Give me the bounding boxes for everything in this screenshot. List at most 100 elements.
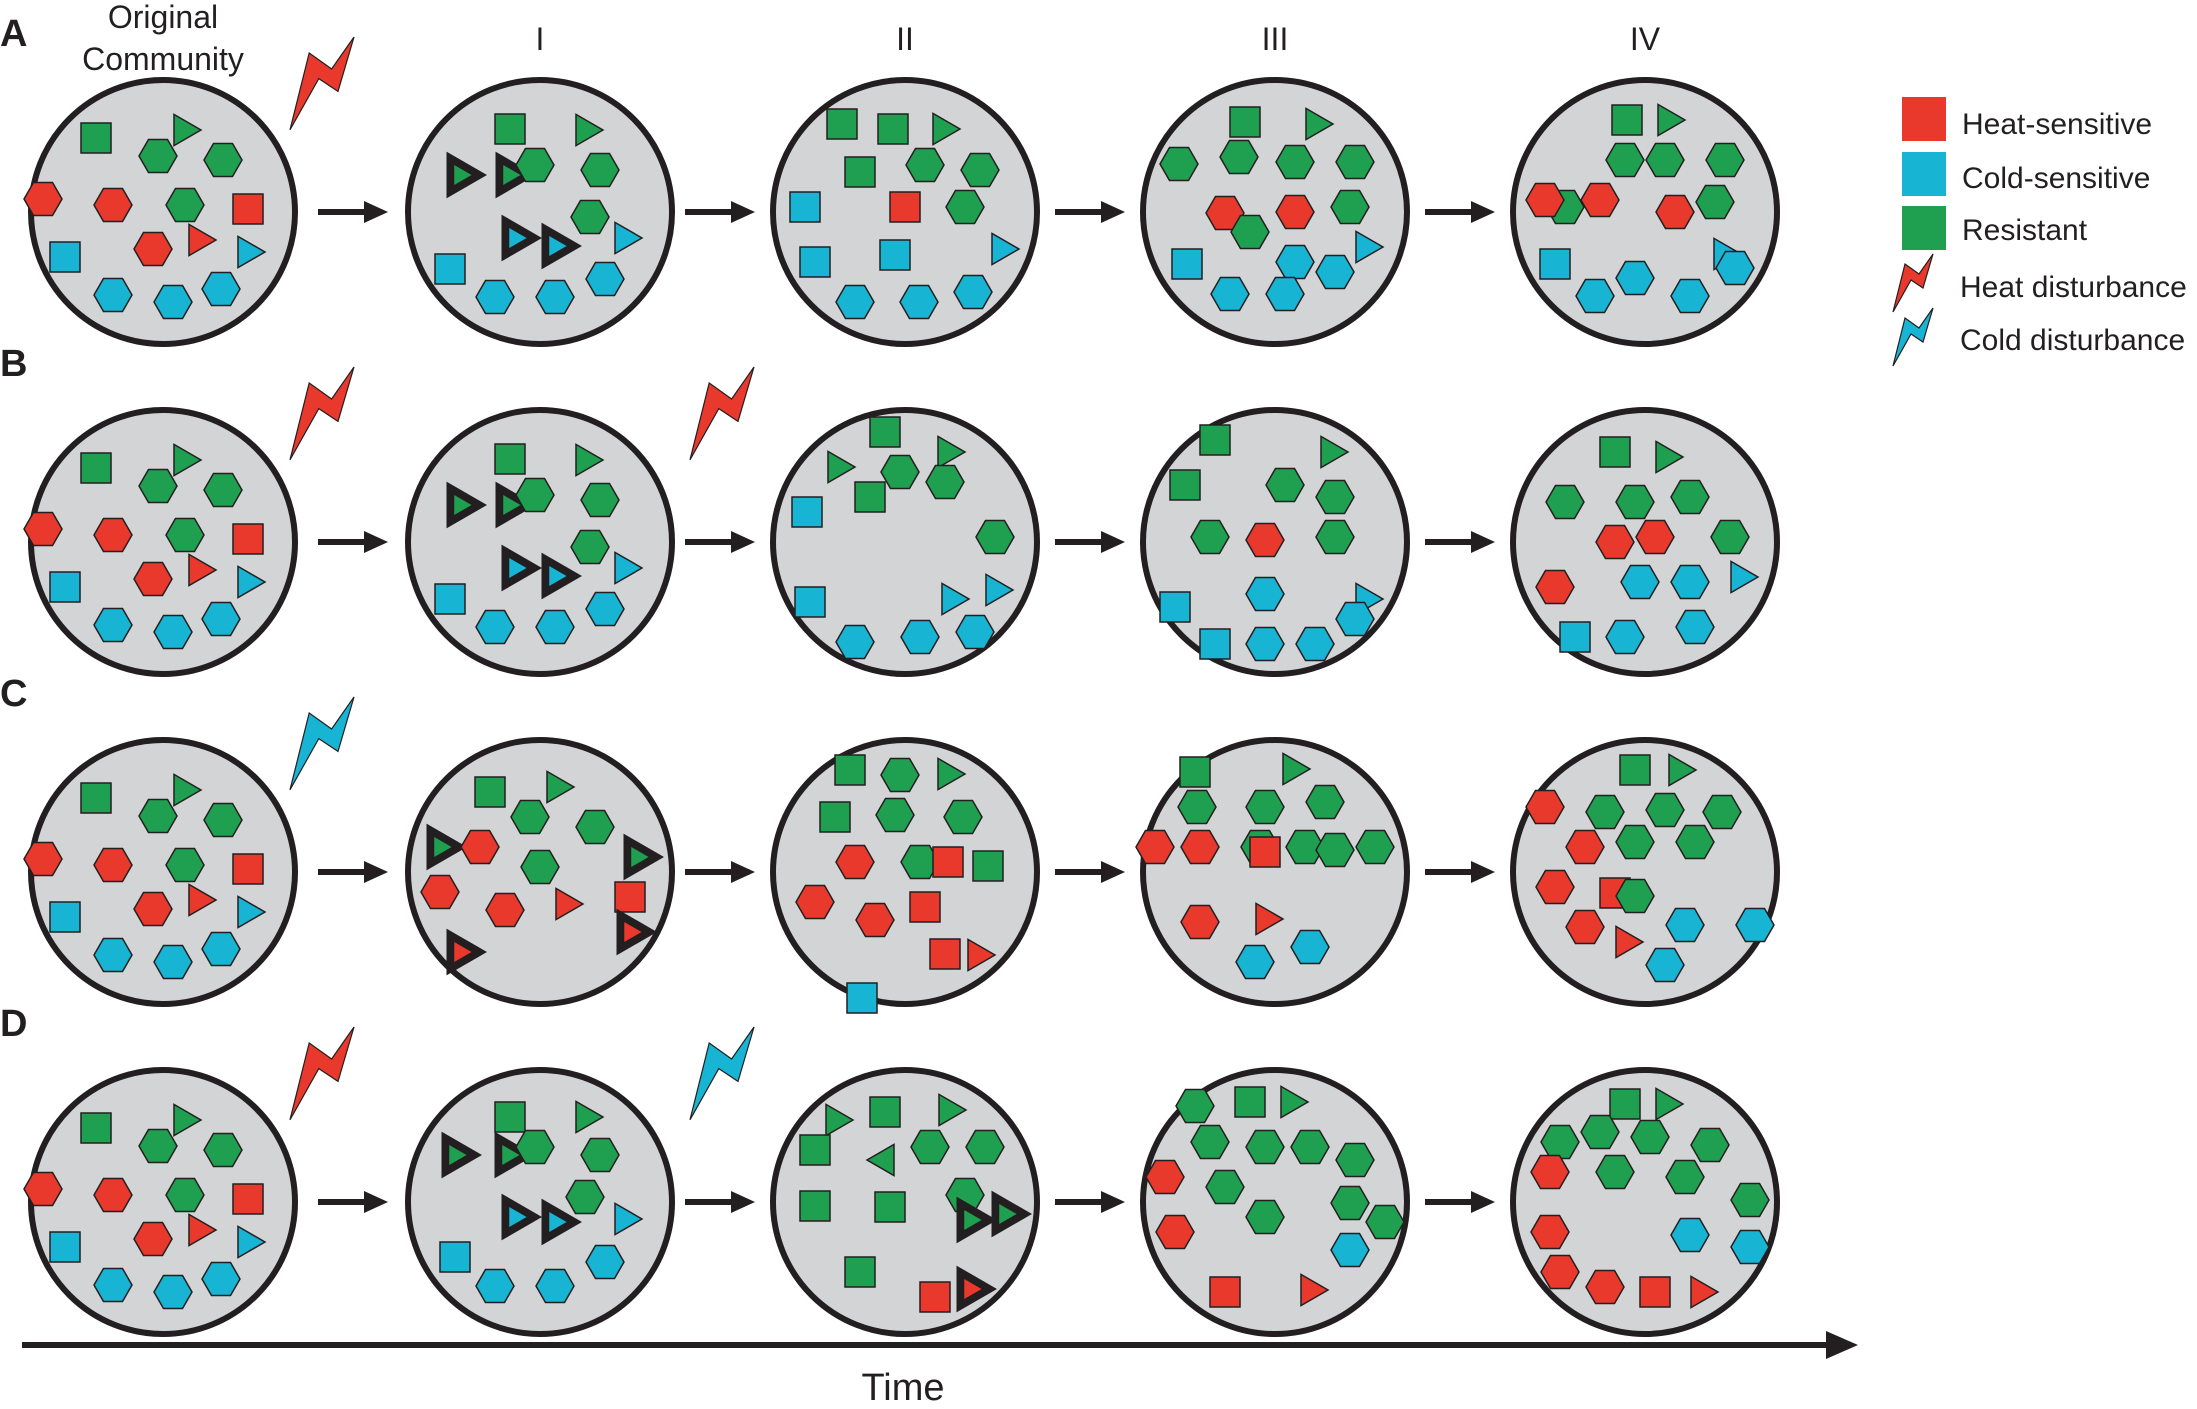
resistant-triangle [575, 113, 605, 147]
resistant-hexagon [1305, 784, 1345, 820]
cold-sensitive-hexagon [955, 614, 995, 650]
heat-disturbance-lightning-icon [289, 36, 355, 131]
cold-sensitive-triangle-outlined [547, 1209, 570, 1235]
cold-sensitive-triangle [237, 235, 267, 269]
stage-label-iv: IV [1630, 21, 1661, 57]
resistant-hexagon [203, 1132, 243, 1168]
row-b: B [0, 343, 1780, 677]
transition-arrow-head [731, 1191, 755, 1213]
community-circle [1510, 737, 1780, 1007]
heat-sensitive-hexagon [1535, 869, 1575, 905]
time-axis-label: Time [861, 1367, 944, 1409]
transition-arrow-head [364, 1191, 388, 1213]
heat-sensitive-hexagon [93, 1177, 133, 1213]
resistant-hexagon [1159, 146, 1199, 182]
cold-sensitive-square [434, 583, 466, 615]
heat-sensitive-triangle-outlined [962, 1276, 985, 1302]
heat-sensitive-square [909, 891, 941, 923]
community-circle [1135, 737, 1410, 1007]
transition-arrow-head [1471, 531, 1495, 553]
heat-sensitive-hexagon [1595, 524, 1635, 560]
resistant-hexagon [1245, 789, 1285, 825]
resistant-square [494, 113, 526, 145]
heat-sensitive-hexagon [1155, 1214, 1195, 1250]
legend-label-heat-disturbance: Heat disturbance [1960, 271, 2187, 304]
heat-sensitive-hexagon [1565, 909, 1605, 945]
heat-disturbance-lightning-icon [289, 1026, 355, 1121]
cold-sensitive-square [434, 253, 466, 285]
resistant-triangle [546, 770, 576, 804]
resistant-triangle [173, 113, 203, 147]
resistant-square [1234, 1086, 1266, 1118]
cold-sensitive-triangle-outlined [507, 555, 530, 581]
resistant-triangle-outlined [501, 162, 524, 188]
green-square-icon [1902, 206, 1946, 250]
resistant-hexagon [1645, 792, 1685, 828]
cold-sensitive-hexagon [1675, 609, 1715, 645]
resistant-square [80, 782, 112, 814]
community-circle [23, 77, 298, 347]
resistant-hexagon [1730, 1182, 1770, 1218]
resistant-triangle [1657, 103, 1687, 137]
heat-sensitive-hexagon [1525, 182, 1565, 218]
resistant-triangle-outlined [432, 834, 455, 860]
heat-sensitive-hexagon [420, 874, 460, 910]
resistant-hexagon [875, 797, 915, 833]
cold-sensitive-triangle [237, 895, 267, 929]
resistant-hexagon [515, 147, 555, 183]
resistant-hexagon [1675, 824, 1715, 860]
resistant-hexagon [165, 517, 205, 553]
resistant-hexagon [203, 142, 243, 178]
row-label: C [0, 673, 27, 715]
resistant-square [834, 754, 866, 786]
cold-sensitive-triangle [1355, 230, 1385, 264]
cold-sensitive-hexagon [1295, 626, 1335, 662]
heat-sensitive-triangle [188, 223, 218, 257]
resistant-triangle [1655, 1087, 1685, 1121]
heat-sensitive-square [929, 938, 961, 970]
resistant-triangle-outlined [447, 1142, 470, 1168]
community-circle [405, 1067, 675, 1337]
community-boundary [1510, 77, 1780, 347]
heat-sensitive-square [232, 853, 264, 885]
heat-sensitive-hexagon [133, 891, 173, 927]
resistant-triangle-outlined [501, 492, 524, 518]
resistant-hexagon [1540, 1124, 1580, 1160]
cold-sensitive-hexagon [1645, 947, 1685, 983]
resistant-square [1229, 106, 1261, 138]
heat-sensitive-square [932, 846, 964, 878]
cold-sensitive-hexagon [1665, 907, 1705, 943]
cold-sensitive-hexagon [1620, 564, 1660, 600]
resistant-triangle-outlined [500, 1142, 523, 1168]
heat-sensitive-triangle [1255, 902, 1285, 936]
cold-sensitive-hexagon [1330, 1232, 1370, 1268]
resistant-hexagon [515, 477, 555, 513]
heat-sensitive-triangle [1690, 1275, 1720, 1309]
heat-sensitive-hexagon [133, 1221, 173, 1257]
stage-label-iii: III [1262, 21, 1289, 57]
cold-sensitive-hexagon [585, 591, 625, 627]
resistant-hexagon [1690, 1127, 1730, 1163]
blue-lightning-icon [1892, 307, 1934, 367]
resistant-square [844, 156, 876, 188]
resistant-triangle-outlined [997, 1201, 1020, 1227]
cold-sensitive-hexagon [153, 1274, 193, 1310]
heat-sensitive-hexagon [1145, 1159, 1185, 1195]
heat-sensitive-hexagon [855, 902, 895, 938]
heat-sensitive-square [232, 523, 264, 555]
community-circle [770, 407, 1040, 677]
cold-sensitive-hexagon [1670, 564, 1710, 600]
resistant-hexagon [880, 454, 920, 490]
transition-arrow-head [1471, 201, 1495, 223]
heat-sensitive-square [1249, 836, 1281, 868]
heat-sensitive-square [1209, 1276, 1241, 1308]
cold-sensitive-square [846, 982, 878, 1014]
legend-label-heat-sensitive: Heat-sensitive [1962, 108, 2152, 141]
resistant-square [494, 443, 526, 475]
heat-sensitive-square [919, 1281, 951, 1313]
row-c: C [0, 673, 1780, 1014]
resistant-hexagon [945, 189, 985, 225]
resistant-triangle [937, 435, 967, 469]
resistant-triangle-outlined [452, 492, 475, 518]
